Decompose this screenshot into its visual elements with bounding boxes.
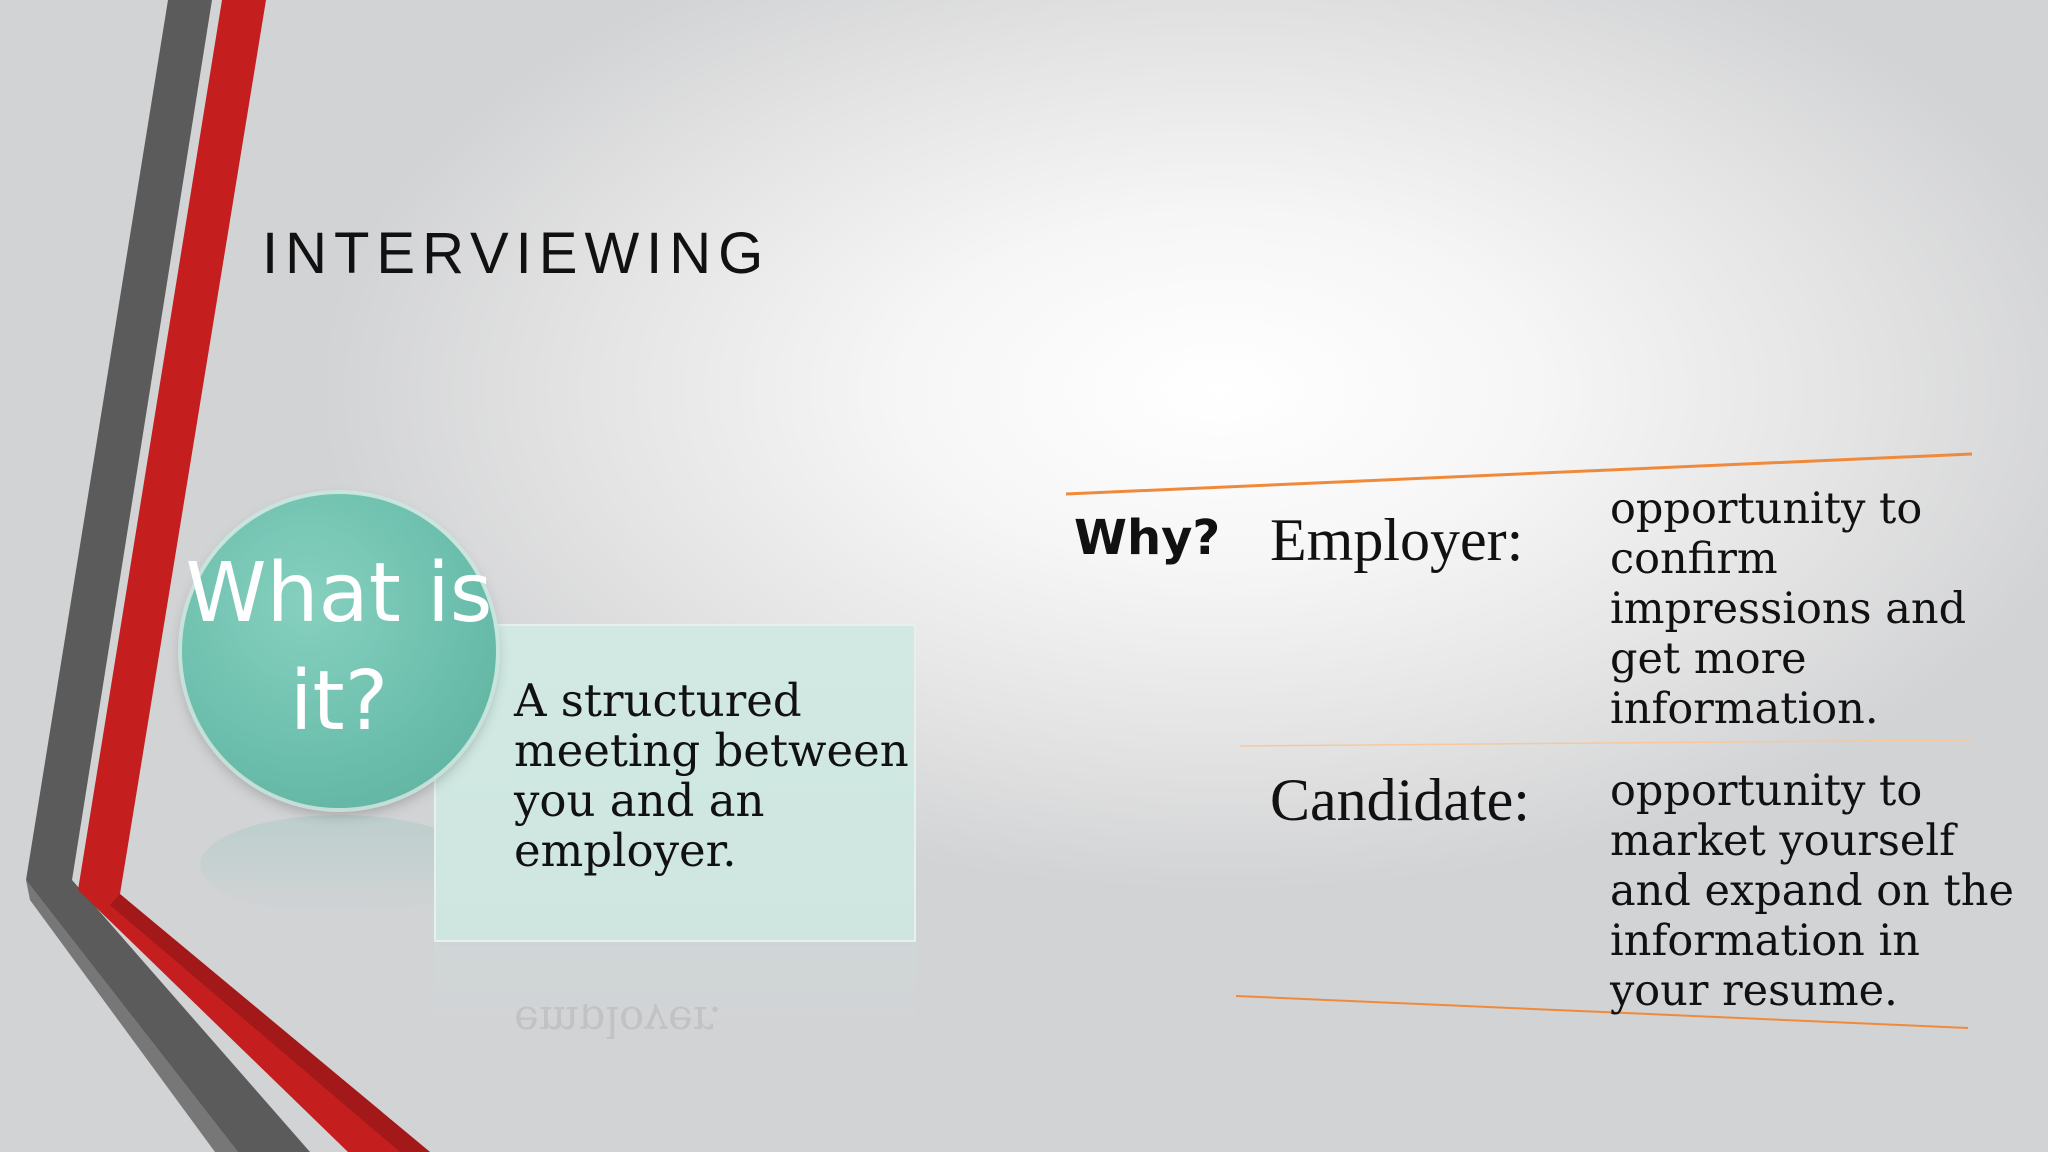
employer-label: Employer: bbox=[1270, 507, 1524, 573]
gray-stripe-shadow bbox=[26, 880, 238, 1152]
what-is-it-badge bbox=[182, 494, 496, 808]
red-stripe bbox=[78, 0, 430, 1152]
definition-text-reflection: employer. bbox=[514, 1004, 722, 1044]
why-label: Why? bbox=[1074, 510, 1221, 566]
bottom-rule-line bbox=[1235, 995, 1969, 1029]
candidate-label: Candidate: bbox=[1270, 767, 1530, 833]
slide-title: INTERVIEWING bbox=[262, 221, 771, 286]
gray-stripe bbox=[26, 0, 310, 1152]
badge-reflection bbox=[200, 815, 480, 915]
definition-box bbox=[434, 624, 916, 942]
middle-rule-line bbox=[1239, 739, 1973, 747]
definition-box-reflection bbox=[434, 946, 916, 1026]
badge-text: What is it? bbox=[185, 546, 493, 749]
definition-text: A structured meeting between you and an … bbox=[514, 674, 909, 877]
red-stripe-shadow bbox=[110, 894, 430, 1152]
top-rule-line bbox=[1065, 452, 1973, 496]
employer-description: opportunity to confirm impressions and g… bbox=[1610, 484, 1967, 734]
candidate-description: opportunity to market yourself and expan… bbox=[1610, 766, 2014, 1016]
